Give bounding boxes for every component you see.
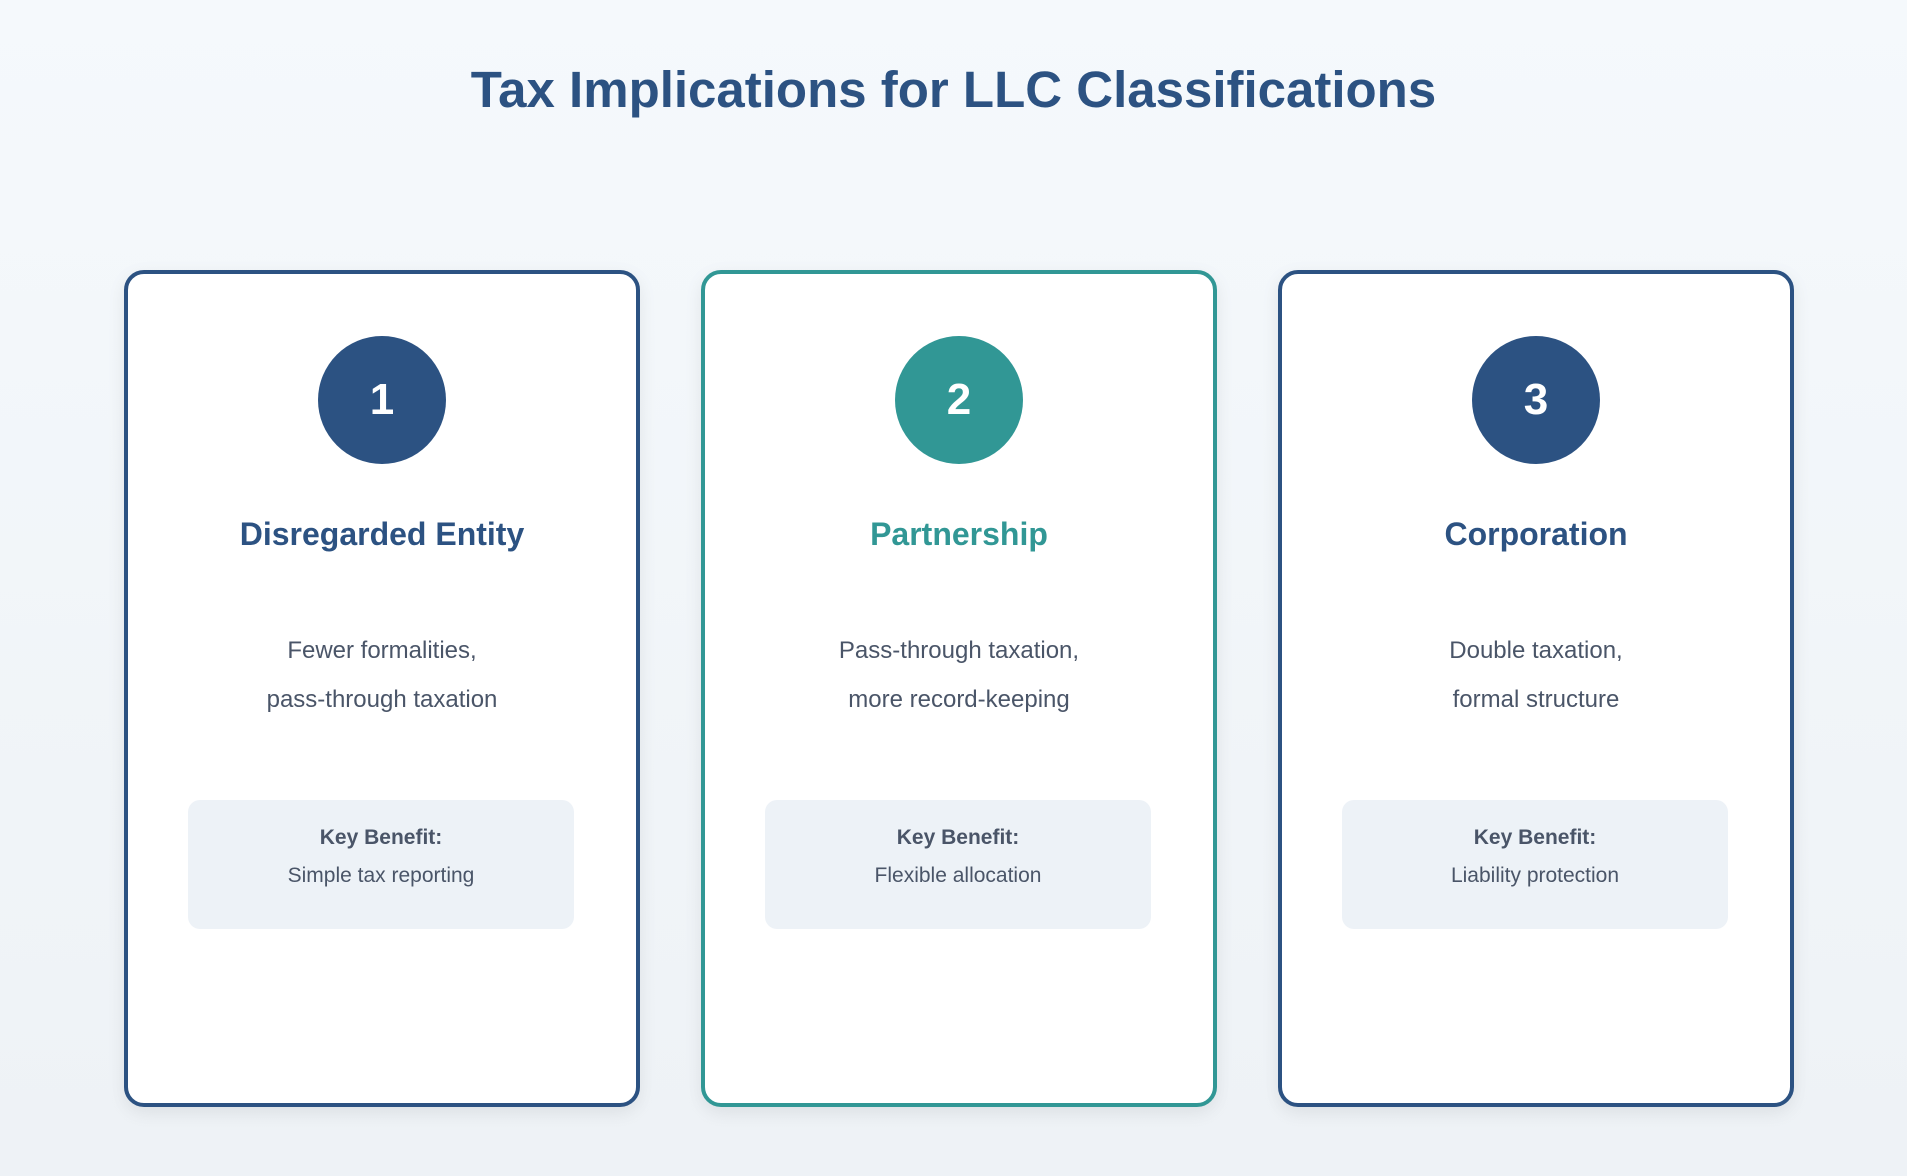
key-benefit-box: Key Benefit: Simple tax reporting (188, 800, 574, 929)
card-heading: Corporation (1444, 516, 1628, 552)
card-heading: Partnership (870, 516, 1048, 552)
key-benefit-value: Simple tax reporting (287, 864, 475, 887)
key-benefit-label: Key Benefit: (896, 826, 1020, 849)
description-line: formal structure (1452, 686, 1620, 713)
card-disregarded-entity: 1 Disregarded Entity Fewer formalities, … (124, 270, 640, 1107)
description-line: Fewer formalities, (287, 637, 477, 664)
description-line: Pass-through taxation, (838, 637, 1080, 664)
description-line: more record-keeping (848, 686, 1070, 713)
card-description: Fewer formalities, pass-through taxation (128, 626, 636, 724)
card-heading: Disregarded Entity (239, 516, 525, 552)
key-benefit-value: Flexible allocation (874, 864, 1042, 887)
card-partnership: 2 Partnership Pass-through taxation, mor… (701, 270, 1217, 1107)
key-benefit-value: Liability protection (1450, 864, 1620, 887)
step-number-badge: 1 (318, 336, 446, 464)
description-line: Double taxation, (1449, 637, 1623, 664)
card-description: Pass-through taxation, more record-keepi… (705, 626, 1213, 724)
step-number-badge: 3 (1472, 336, 1600, 464)
key-benefit-box: Key Benefit: Liability protection (1342, 800, 1728, 929)
description-line: pass-through taxation (266, 686, 498, 713)
key-benefit-box: Key Benefit: Flexible allocation (765, 800, 1151, 929)
key-benefit-label: Key Benefit: (319, 826, 443, 849)
page-title: Tax Implications for LLC Classifications (470, 61, 1437, 118)
card-description: Double taxation, formal structure (1282, 626, 1790, 724)
key-benefit-label: Key Benefit: (1473, 826, 1597, 849)
step-number-badge: 2 (895, 336, 1023, 464)
card-corporation: 3 Corporation Double taxation, formal st… (1278, 270, 1794, 1107)
